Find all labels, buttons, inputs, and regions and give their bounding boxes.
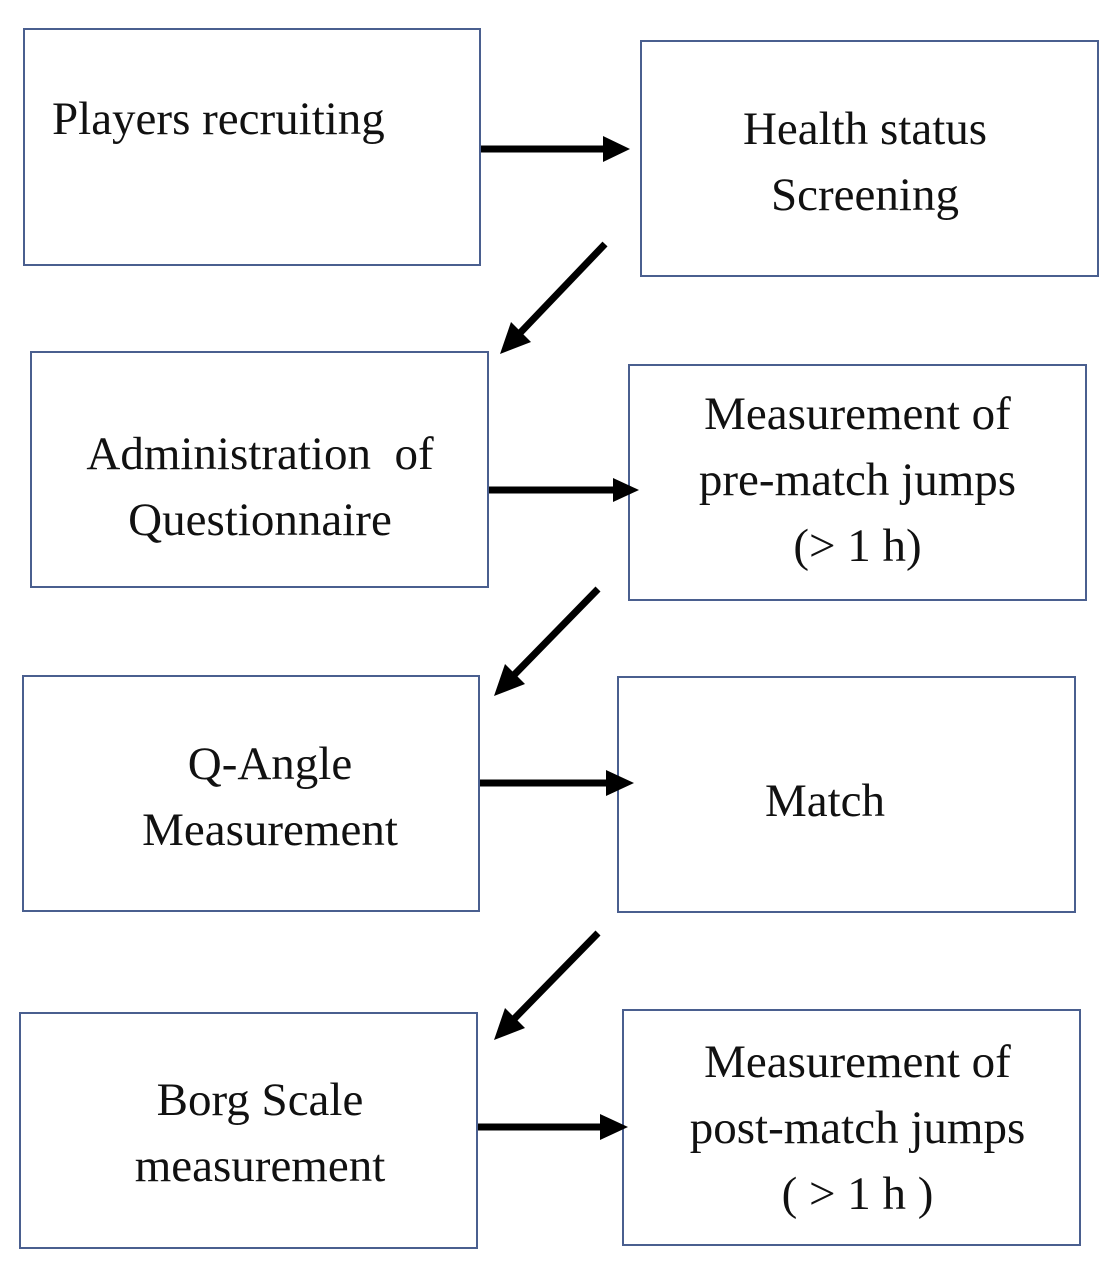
arrowhead-match-to-borg: [494, 1008, 525, 1040]
borg-scale-label: Borg Scale: [156, 1074, 364, 1126]
post-match-duration-label: ( > 1 h ): [781, 1168, 934, 1220]
post-match-jumps-label: post-match jumps: [689, 1102, 1026, 1154]
arrowhead-recruiting-to-screening: [603, 136, 630, 162]
box-pre-match-jumps: [628, 364, 1087, 601]
box-borg-scale-measurement: [19, 1012, 478, 1249]
box-q-angle-measurement: [22, 675, 480, 912]
health-status-label: Health status: [742, 103, 988, 155]
pre-match-duration-label: (> 1 h): [793, 520, 922, 572]
pre-match-jumps-label: pre-match jumps: [698, 454, 1017, 506]
screening-label: Screening: [771, 169, 959, 221]
box-match: [617, 676, 1076, 913]
arrow-screening-to-administration: [517, 241, 608, 336]
post-match-measurement-of-label: Measurement of: [704, 1036, 1011, 1088]
borg-measurement-label: measurement: [134, 1140, 386, 1192]
arrow-prematch-to-qangle: [511, 586, 601, 678]
questionnaire-label: Questionnaire: [128, 494, 392, 546]
arrow-match-to-borg: [511, 930, 601, 1022]
arrowhead-prematch-to-qangle: [494, 664, 525, 696]
box-players-recruiting: [23, 28, 481, 266]
administration-of-label: Administration of: [86, 428, 434, 480]
arrowhead-screening-to-administration: [500, 322, 531, 354]
pre-match-measurement-of-label: Measurement of: [704, 388, 1011, 440]
q-angle-measurement-label: Measurement: [142, 804, 398, 856]
box-health-status-screening: [640, 40, 1099, 277]
box-post-match-jumps: [622, 1009, 1081, 1246]
players-recruiting-label: Players recruiting: [52, 93, 385, 145]
q-angle-label: Q-Angle: [187, 738, 353, 790]
box-administration-questionnaire: [30, 351, 489, 588]
match-label: Match: [764, 775, 886, 827]
